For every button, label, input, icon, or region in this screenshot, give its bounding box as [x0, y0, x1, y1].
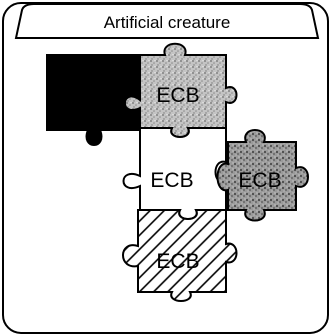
puzzle-piece-ecb-bottom: ECB	[123, 210, 237, 301]
title-banner: Artificial creature	[16, 4, 318, 38]
puzzle-piece-ecb-right: ECB	[218, 130, 309, 221]
piece-label-right: ECB	[238, 169, 281, 192]
piece-label-top: ECB	[156, 84, 199, 107]
diagram-title: Artificial creature	[104, 13, 231, 32]
piece-label-center: ECB	[150, 169, 193, 192]
piece-label-bottom: ECB	[156, 250, 199, 273]
puzzle-piece-ecb-top: ECB	[125, 44, 237, 137]
